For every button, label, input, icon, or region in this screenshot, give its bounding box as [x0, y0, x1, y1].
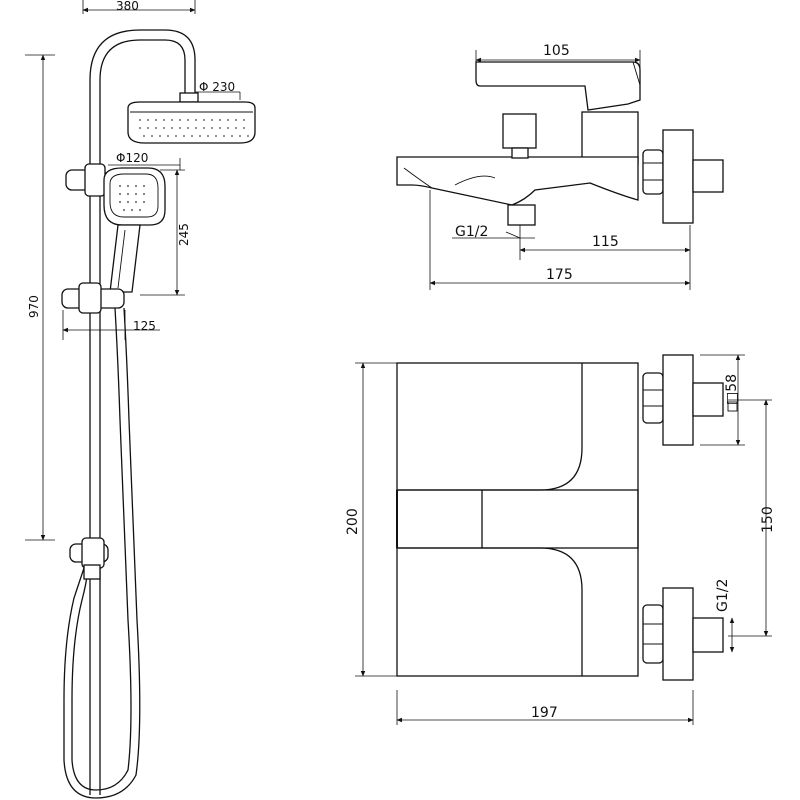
- hand-shower-nozzles: [118, 184, 146, 212]
- shower-head-nozzles: [138, 118, 250, 138]
- lower-inlet: [692, 617, 724, 653]
- dim-total-width: 197: [531, 705, 558, 721]
- dim-outlet-thread: G1/2: [455, 224, 488, 240]
- dim-total-height: 970: [27, 295, 41, 318]
- dim-hand-diameter: Φ120: [116, 151, 148, 165]
- sliding-holder: [61, 282, 125, 314]
- mixer-top-view: 200 □58 150 G1/2 197: [345, 354, 776, 725]
- mixer-lever: [475, 61, 641, 111]
- diverter-knob: [502, 113, 537, 149]
- shower-hose: [71, 307, 132, 791]
- hex-nut: [642, 149, 664, 195]
- lever-top: [396, 489, 639, 549]
- outlet-connector: [507, 204, 536, 226]
- overhead-shower-head: [127, 92, 256, 144]
- upper-bracket: [662, 354, 694, 446]
- mixer-body-outline: [396, 362, 639, 677]
- dim-hand-offset: 125: [133, 319, 156, 333]
- wall-inlet: [692, 159, 724, 193]
- dim-total-depth: 175: [546, 267, 573, 283]
- dim-head-diameter: Φ 230: [199, 80, 235, 94]
- lower-bracket: [662, 587, 694, 681]
- upper-nut: [642, 372, 664, 424]
- mixer-side-view: 105 G1/2 115 175: [396, 43, 724, 290]
- upper-inlet: [692, 382, 724, 417]
- dim-connection-thread: G1/2: [715, 579, 731, 612]
- riser-pipe-inner: [99, 39, 186, 795]
- dim-hand-height: 245: [177, 223, 191, 246]
- dim-outlet-to-wall: 115: [592, 234, 619, 250]
- square-symbol: [727, 401, 738, 412]
- lower-nut: [642, 604, 664, 664]
- bottom-diverter: [69, 537, 109, 580]
- cartridge-body: [581, 111, 639, 165]
- shower-dimensions: [25, 0, 241, 541]
- spout-body: [396, 156, 639, 206]
- dim-body-length: 200: [345, 508, 361, 535]
- dim-square-size: □58: [724, 374, 740, 405]
- upper-holder: [65, 163, 107, 197]
- hand-shower: [103, 167, 166, 293]
- dim-top-width: 380: [116, 0, 139, 13]
- shower-column-drawing: 380 Φ 230 Φ120 245 970 125: [25, 0, 256, 799]
- wall-bracket: [662, 129, 694, 224]
- dim-center-distance: 150: [760, 506, 776, 533]
- riser-pipe-outer: [89, 29, 196, 795]
- dim-body-width: 105: [543, 43, 570, 59]
